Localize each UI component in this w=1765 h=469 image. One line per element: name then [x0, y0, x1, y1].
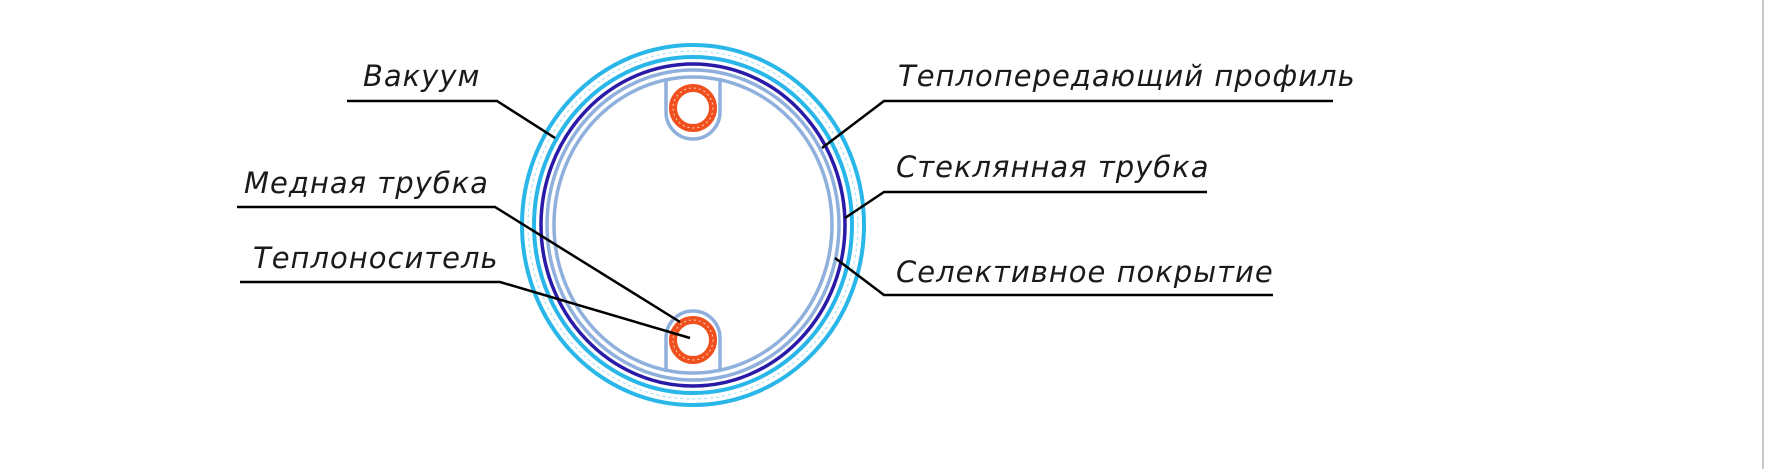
heat-transfer-profile — [545, 68, 841, 382]
leader-copper-tube — [237, 205, 681, 324]
copper-tube-bottom — [669, 316, 717, 364]
leader-heat-profile — [821, 99, 1333, 149]
label-copper-tube: Медная трубка — [244, 166, 489, 200]
label-heat-transfer-profile: Теплопередающий профиль — [898, 59, 1356, 93]
copper-tube-top — [669, 84, 717, 132]
selective-coating — [539, 62, 847, 388]
leader-glass-tube — [844, 190, 1207, 220]
leader-vacuum — [347, 99, 556, 140]
label-vacuum: Вакуум — [363, 59, 480, 93]
glass-tube — [520, 43, 866, 407]
label-glass-tube: Стеклянная трубка — [896, 150, 1209, 184]
page-edge-divider — [1762, 0, 1764, 469]
label-selective-coating: Селективное покрытие — [896, 255, 1274, 289]
leader-selective-coating — [834, 257, 1273, 297]
label-coolant: Теплоноситель — [253, 241, 499, 275]
leader-coolant — [240, 280, 691, 340]
